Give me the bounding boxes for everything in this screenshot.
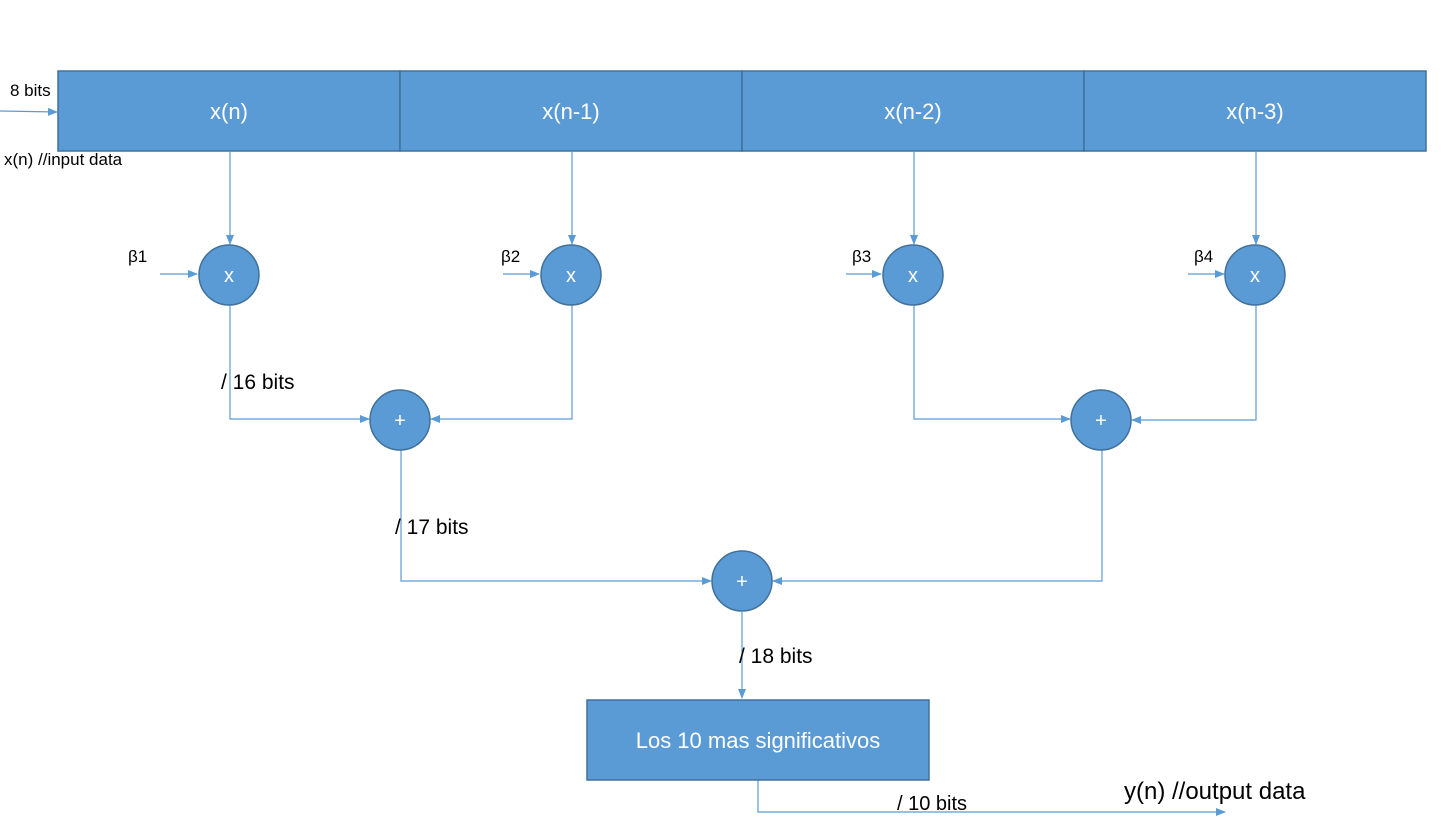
mult1-to-adder1-wire — [229, 305, 370, 423]
truncator-box — [586, 699, 930, 781]
truncator-label: Los 10 mas significativos — [636, 728, 881, 753]
bit-width-label: / 18 bits — [739, 645, 813, 668]
register-cell — [741, 70, 1085, 152]
multiplier-node — [1224, 244, 1286, 306]
multiplier-symbol: x — [224, 265, 234, 287]
mult4-to-adder2-wire — [1131, 305, 1257, 424]
adder-symbol: + — [394, 410, 406, 432]
input-name-label: x(n) //input data — [4, 150, 123, 169]
coefficient-label: β2 — [501, 247, 520, 266]
truncator-block: Los 10 mas significativos — [586, 699, 930, 781]
mult2-to-adder1-wire — [430, 305, 573, 423]
output-arrow — [757, 780, 1226, 816]
adder1-to-adder3-wire — [400, 450, 712, 585]
multiplier-node — [540, 244, 602, 306]
multiplier: x β4 — [1194, 244, 1286, 306]
shift-register: x(n) x(n-1) x(n-2) x(n-3) — [57, 70, 1427, 152]
input-width-label: 8 bits — [10, 81, 51, 100]
multiplier-node — [198, 244, 260, 306]
multiplier-symbol: x — [908, 265, 918, 287]
multiplier-node — [882, 244, 944, 306]
bit-width-label: / 16 bits — [221, 371, 295, 394]
coefficient-label: β3 — [852, 247, 871, 266]
adder-node — [1070, 389, 1132, 451]
mult3-to-adder2-wire — [913, 305, 1071, 423]
adder-node — [369, 389, 431, 451]
register-cell — [399, 70, 743, 152]
register-label: x(n) — [210, 99, 248, 124]
coefficient-label: β1 — [128, 247, 147, 266]
multiplier-symbol: x — [1250, 265, 1260, 287]
multiplier: x β2 — [501, 244, 602, 306]
bit-width-label: / 10 bits — [897, 793, 967, 815]
output-label: y(n) //output data — [1124, 778, 1306, 805]
register-cell — [1083, 70, 1427, 152]
adder: + — [369, 389, 431, 451]
adder-node — [711, 550, 773, 612]
input-arrow — [0, 107, 58, 116]
adder: + — [711, 550, 773, 612]
register-label: x(n-3) — [1226, 99, 1283, 124]
register-label: x(n-1) — [542, 99, 599, 124]
multiplier: x β3 — [852, 244, 944, 306]
coefficient-label: β4 — [1194, 247, 1213, 266]
bit-width-label: / 17 bits — [395, 516, 469, 539]
multiplier: x β1 — [128, 244, 260, 306]
adder2-to-adder3-wire — [772, 450, 1103, 585]
register-cell — [57, 70, 401, 152]
multiplier-symbol: x — [566, 265, 576, 287]
adder-symbol: + — [1095, 410, 1107, 432]
adder: + — [1070, 389, 1132, 451]
adder-symbol: + — [736, 571, 748, 593]
register-label: x(n-2) — [884, 99, 941, 124]
